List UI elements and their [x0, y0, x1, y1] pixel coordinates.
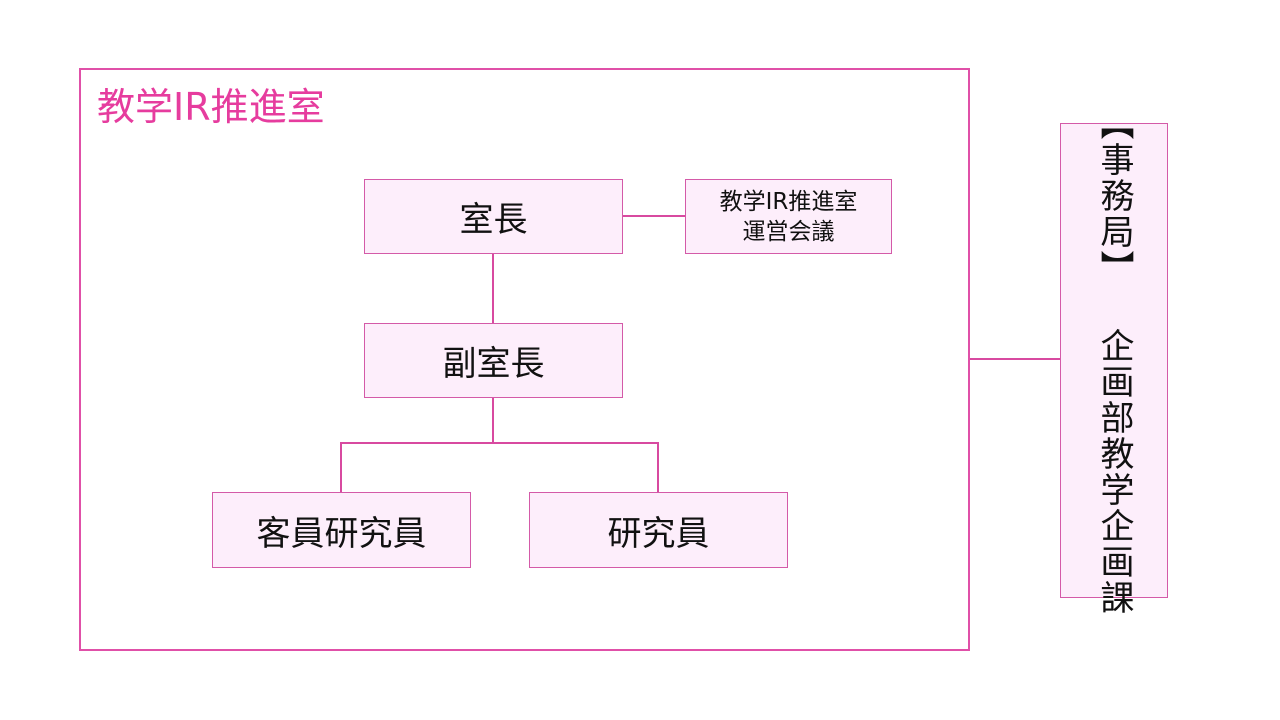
researcher-label: 研究員	[607, 513, 710, 554]
director-node: 室長	[364, 179, 623, 254]
connector-branch-left	[340, 442, 342, 493]
connector-deputy-down	[492, 397, 494, 443]
secretariat-label: 【事務局】 企画部教学企画課	[1094, 105, 1134, 616]
deputy-director-label: 副室長	[442, 344, 545, 384]
council-label-line1: 教学IR推進室	[719, 188, 858, 215]
researcher-node: 研究員	[529, 492, 788, 568]
secretariat-node: 【事務局】 企画部教学企画課	[1060, 106, 1168, 616]
visiting-researcher-label: 客員研究員	[256, 513, 427, 554]
deputy-director-node: 副室長	[364, 323, 623, 398]
director-label: 室長	[459, 200, 528, 240]
ir-office-frame	[79, 68, 970, 651]
connector-director-council	[622, 215, 685, 217]
connector-frame-secretariat	[970, 358, 1061, 360]
connector-director-deputy	[492, 253, 494, 324]
council-label-line2: 運営会議	[742, 218, 835, 245]
council-node: 教学IR推進室 運営会議	[685, 179, 892, 254]
ir-office-title: 教学IR推進室	[97, 85, 325, 129]
visiting-researcher-node: 客員研究員	[212, 492, 471, 568]
connector-branch-right	[657, 442, 659, 493]
connector-branch-horizontal	[340, 442, 659, 444]
